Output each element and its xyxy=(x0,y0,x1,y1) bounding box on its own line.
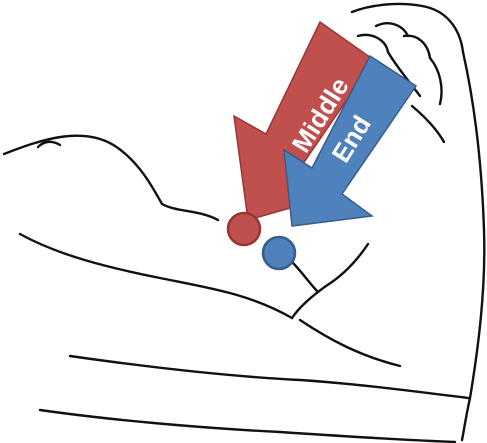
middle-point-marker xyxy=(228,213,260,245)
end-point-marker xyxy=(263,237,295,269)
